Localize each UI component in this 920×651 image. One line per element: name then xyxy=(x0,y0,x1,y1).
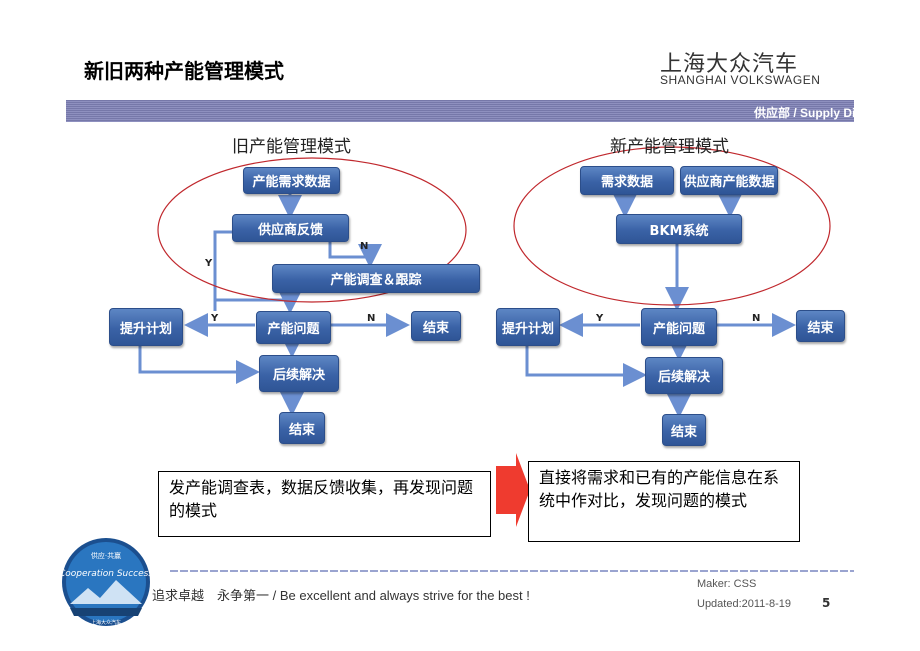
new-model-title: 新产能管理模式 xyxy=(610,137,729,157)
old-n-label-survey: N xyxy=(360,241,369,252)
old-model-title: 旧产能管理模式 xyxy=(232,137,351,157)
new-capacity-issue-box: 产能问题 xyxy=(641,308,717,346)
old-demand-data-box: 产能需求数据 xyxy=(243,167,340,194)
updated-label: Updated:2011-8-19 xyxy=(697,598,791,610)
new-end-bottom-box: 结束 xyxy=(662,414,706,446)
old-improve-plan-box: 提升计划 xyxy=(109,308,183,346)
old-y-label-left: Y xyxy=(205,258,213,269)
header-band xyxy=(66,100,854,122)
old-model-callout: 发产能调查表，数据反馈收集，再发现问题的模式 xyxy=(158,471,491,537)
division-label: 供应部 / Supply Division xyxy=(753,106,890,120)
footer-slogan: 追求卓越 永争第一 / Be excellent and always stri… xyxy=(152,588,530,603)
old-y-label-issue: Y xyxy=(211,313,219,324)
page-title: 新旧两种产能管理模式 xyxy=(84,59,284,83)
brand-name-cn: 上海大众汽车 xyxy=(660,52,799,77)
new-model-callout: 直接将需求和已有的产能信息在系统中作对比，发现问题的模式 xyxy=(528,461,800,542)
new-end-right-box: 结束 xyxy=(796,310,845,342)
old-follow-up-box: 后续解决 xyxy=(259,355,339,392)
new-n-label-issue: N xyxy=(752,313,761,324)
logo-main-text: Cooperation Success xyxy=(60,569,152,579)
old-end-right-box: 结束 xyxy=(411,311,461,341)
new-y-label-issue: Y xyxy=(596,313,604,324)
old-capacity-issue-box: 产能问题 xyxy=(256,311,331,344)
new-improve-plan-box: 提升计划 xyxy=(496,308,560,346)
new-supplier-capacity-box: 供应商产能数据 xyxy=(680,166,778,195)
maker-label: Maker: CSS xyxy=(697,578,757,590)
old-n-label-issue: N xyxy=(367,313,376,324)
new-demand-data-box: 需求数据 xyxy=(580,166,674,195)
page-number: 5 xyxy=(822,596,831,610)
new-follow-up-box: 后续解决 xyxy=(645,357,723,394)
cooperation-success-logo: 供应·共赢 Cooperation Success 上海大众汽车 xyxy=(60,538,152,626)
new-bkm-system-box: BKM系统 xyxy=(616,214,742,244)
footer-divider xyxy=(170,570,854,572)
old-supplier-feedback-box: 供应商反馈 xyxy=(232,214,349,242)
logo-bottom-text: 上海大众汽车 xyxy=(91,619,121,626)
old-capacity-survey-box: 产能调查＆跟踪 xyxy=(272,264,480,293)
old-end-bottom-box: 结束 xyxy=(279,412,325,444)
logo-top-text: 供应·共赢 xyxy=(91,551,121,560)
brand-name-en: SHANGHAI VOLKSWAGEN xyxy=(660,73,821,87)
